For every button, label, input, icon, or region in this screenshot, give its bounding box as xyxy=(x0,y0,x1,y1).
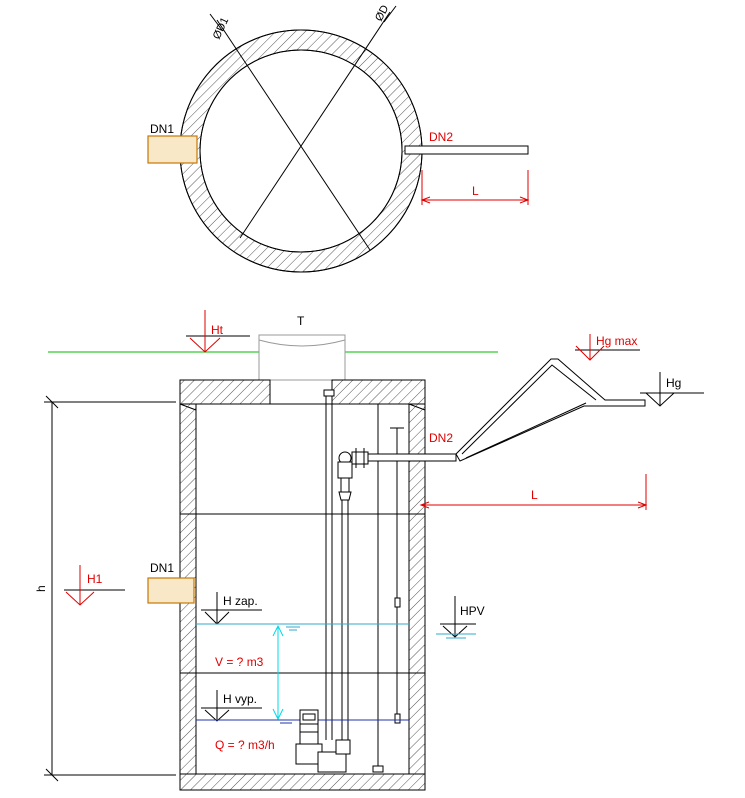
dn1-side-label: DN1 xyxy=(150,561,174,575)
tank-top-slab xyxy=(179,379,426,405)
side-length-label: L xyxy=(531,488,538,502)
plan-dn1-label: DN1 xyxy=(150,122,174,136)
hg-label: Hg xyxy=(666,376,681,390)
volume-arrow xyxy=(272,624,284,721)
plan-wall-ring xyxy=(179,29,423,273)
dn2-side-label: DN2 xyxy=(429,431,453,445)
plan-length-label: L xyxy=(472,184,479,198)
outlet-pipe-dn2 xyxy=(367,453,457,462)
hg-max-level-mark: Hg max xyxy=(575,334,640,361)
h-zap-label: H zap. xyxy=(223,594,258,608)
top-cover xyxy=(258,334,346,381)
volume-label: V = ? m3 xyxy=(215,655,264,669)
hpv-label: HPV xyxy=(460,604,485,618)
ht-label: Ht xyxy=(211,323,224,337)
flow-label: Q = ? m3/h xyxy=(215,738,275,752)
h1-level-mark: H1 xyxy=(64,565,125,606)
ht-level-mark: Ht xyxy=(186,310,250,353)
height-label: h xyxy=(34,585,48,592)
hg-level-mark: Hg xyxy=(640,372,704,407)
plan-dn2-pipe xyxy=(404,145,529,155)
h-zap-level-mark: H zap. xyxy=(201,592,262,625)
section-view: Ht T xyxy=(34,310,704,791)
diameter-outer-label: ØD xyxy=(373,3,391,23)
inlet-pipe-dn1 xyxy=(147,577,195,604)
hg-max-label: Hg max xyxy=(596,334,637,348)
outlet-pipe-rise xyxy=(455,358,646,462)
side-length-dimension: L xyxy=(419,474,648,510)
float-switch-upper xyxy=(394,597,401,608)
height-dimension: h xyxy=(34,395,176,782)
float-switch-lower xyxy=(394,713,401,724)
tank-bottom-slab xyxy=(179,773,426,791)
plan-dn1-pipe xyxy=(147,135,198,164)
plan-dn2-label: DN2 xyxy=(429,130,453,144)
valve-assembly xyxy=(337,448,369,501)
tank-right-wall xyxy=(408,403,426,791)
top-cover-label: T xyxy=(297,314,305,328)
diameter-inner-line xyxy=(216,19,371,251)
h-vyp-label: H vyp. xyxy=(223,692,257,706)
hpv-level-mark: HPV xyxy=(436,596,485,639)
h1-label: H1 xyxy=(87,572,103,586)
diameter-outer-line xyxy=(239,11,391,239)
plan-view: ØD1 ØD DN1 DN2 L xyxy=(147,3,530,273)
submersible-pump xyxy=(295,709,351,773)
h-vyp-level-mark: H vyp. xyxy=(201,690,262,722)
